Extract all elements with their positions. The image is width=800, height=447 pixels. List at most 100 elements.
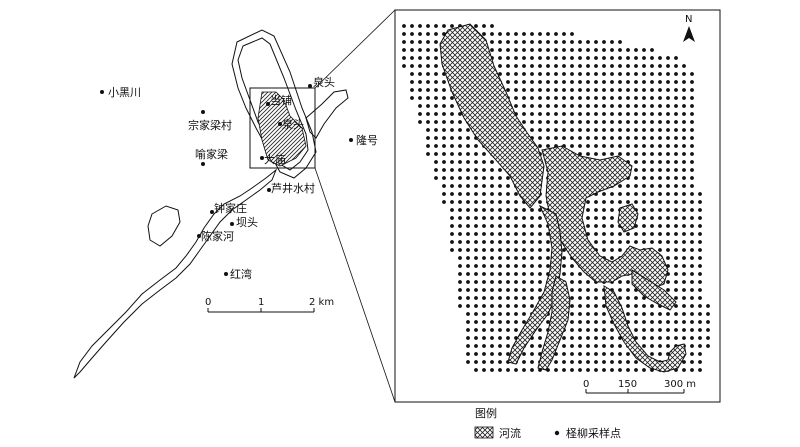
place-label-batou: 坝头 xyxy=(236,215,258,229)
sample-point xyxy=(514,272,518,276)
sample-point xyxy=(682,184,686,188)
sample-point xyxy=(690,248,694,252)
sample-point xyxy=(402,48,406,52)
sample-point xyxy=(554,136,558,140)
sample-point xyxy=(626,360,630,364)
sample-point xyxy=(642,216,646,220)
sample-point xyxy=(682,80,686,84)
sample-point xyxy=(466,200,470,204)
sample-point xyxy=(650,144,654,148)
sample-point xyxy=(618,96,622,100)
sample-point xyxy=(482,288,486,292)
sample-point xyxy=(418,24,422,28)
place-label-lujingshuicun: 芦井水村 xyxy=(271,181,315,195)
sample-point xyxy=(514,56,518,60)
sample-point xyxy=(578,328,582,332)
sample-point xyxy=(586,208,590,212)
sample-point xyxy=(690,72,694,76)
sample-point xyxy=(530,280,534,284)
sample-point xyxy=(682,224,686,228)
sample-point xyxy=(522,112,526,116)
sample-point xyxy=(618,128,622,132)
sample-point xyxy=(682,240,686,244)
sample-point xyxy=(634,176,638,180)
sample-point xyxy=(498,336,502,340)
sample-point xyxy=(458,248,462,252)
sample-point xyxy=(506,200,510,204)
sample-point xyxy=(570,328,574,332)
sample-point xyxy=(634,200,638,204)
sample-point xyxy=(450,184,454,188)
sample-point xyxy=(658,200,662,204)
sample-point xyxy=(658,176,662,180)
sample-point xyxy=(658,168,662,172)
sample-point xyxy=(562,112,566,116)
sample-point xyxy=(618,184,622,188)
sample-point xyxy=(530,224,534,228)
sample-point xyxy=(426,48,430,52)
sample-point xyxy=(650,312,654,316)
sample-point xyxy=(482,232,486,236)
sample-point xyxy=(594,112,598,116)
sample-point xyxy=(706,312,710,316)
sample-point xyxy=(674,280,678,284)
sample-point xyxy=(610,72,614,76)
sample-point xyxy=(554,128,558,132)
sample-point xyxy=(642,72,646,76)
sample-point xyxy=(698,256,702,260)
sample-point xyxy=(674,120,678,124)
sample-point xyxy=(570,64,574,68)
sample-point xyxy=(426,32,430,36)
sample-point xyxy=(466,360,470,364)
sample-point xyxy=(530,304,534,308)
sample-point xyxy=(538,256,542,260)
sample-point xyxy=(498,176,502,180)
sample-point xyxy=(498,240,502,244)
sample-point xyxy=(506,32,510,36)
sample-point xyxy=(674,80,678,84)
sample-point xyxy=(554,360,558,364)
sample-point xyxy=(530,208,534,212)
sample-point xyxy=(482,328,486,332)
sample-point xyxy=(642,312,646,316)
sample-point xyxy=(458,240,462,244)
sample-point xyxy=(434,176,438,180)
detail-scale-tick-1: 150 xyxy=(618,379,637,390)
sample-point xyxy=(586,368,590,372)
sample-point xyxy=(506,216,510,220)
sample-point xyxy=(602,368,606,372)
sample-point xyxy=(650,112,654,116)
sample-point xyxy=(626,200,630,204)
sample-point xyxy=(458,136,462,140)
sample-point xyxy=(626,88,630,92)
north-arrow-icon xyxy=(683,26,695,42)
sample-point xyxy=(562,80,566,84)
sample-point xyxy=(522,48,526,52)
sample-point xyxy=(578,88,582,92)
sample-point xyxy=(578,72,582,76)
sample-point xyxy=(586,280,590,284)
sample-point xyxy=(426,120,430,124)
sample-point xyxy=(418,40,422,44)
sample-point xyxy=(514,216,518,220)
sample-point xyxy=(514,264,518,268)
sample-point xyxy=(490,240,494,244)
sample-point xyxy=(498,56,502,60)
sample-point xyxy=(490,216,494,220)
sample-point xyxy=(690,280,694,284)
sample-point xyxy=(474,344,478,348)
sample-point xyxy=(530,344,534,348)
sample-point xyxy=(554,56,558,60)
sample-point xyxy=(642,104,646,108)
sample-point xyxy=(610,256,614,260)
sample-point xyxy=(602,136,606,140)
sample-point xyxy=(690,288,694,292)
sample-point xyxy=(586,120,590,124)
sample-point xyxy=(474,336,478,340)
sample-point xyxy=(626,96,630,100)
sample-point xyxy=(618,48,622,52)
sample-point xyxy=(466,128,470,132)
sample-point xyxy=(498,200,502,204)
place-dot xyxy=(267,188,271,192)
